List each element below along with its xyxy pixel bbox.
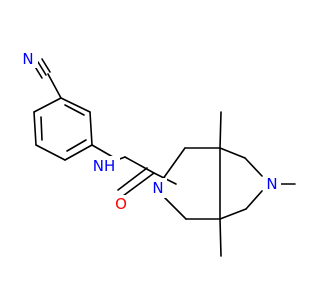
ring-bond-6 — [33, 97, 62, 113]
atom-labels: N NH O N N — [18, 50, 281, 213]
bond-nitrile-c-ring — [47, 73, 62, 99]
ring-double-3 — [40, 116, 43, 141]
bond-ch2-carbonyl — [124, 156, 155, 174]
bond-triple-1 — [37, 61, 47, 76]
ring-bond-3 — [64, 144, 93, 161]
right-ring-bond-3 — [244, 157, 263, 177]
carbonyl-oxygen-label: O — [115, 195, 127, 213]
top-methyl-bond — [219, 111, 222, 149]
right-ring-bond-1 — [219, 147, 246, 159]
nitrile-group — [33, 58, 62, 99]
nitrile-nitrogen-label: N — [22, 50, 33, 68]
ring-nitrogen-right-label: N — [266, 175, 277, 193]
bond-triple-2 — [41, 58, 51, 73]
ring-bond-4 — [35, 144, 66, 161]
right-ring-bond-4 — [245, 190, 263, 210]
left-ring-bond-1 — [159, 147, 186, 184]
bond-carbonyl-o-1 — [122, 172, 155, 197]
molecule-structure: N NH O N N — [18, 50, 296, 257]
bond-carbonyl-o-2 — [117, 167, 148, 191]
ring-double-2 — [66, 139, 87, 152]
ring-bond-2 — [89, 111, 93, 146]
bottom-methyl-bond — [219, 218, 222, 257]
amine-nh-label: NH — [93, 157, 116, 175]
right-ring-bond-2 — [219, 208, 247, 220]
benzene-ring — [33, 97, 93, 161]
molecule-canvas: N NH O N N — [18, 50, 296, 257]
ring-bond-5 — [33, 111, 37, 146]
ring-nitrogen-left-label: N — [152, 179, 163, 197]
ring-double-1 — [64, 104, 85, 116]
ring-bond-1 — [60, 97, 91, 113]
